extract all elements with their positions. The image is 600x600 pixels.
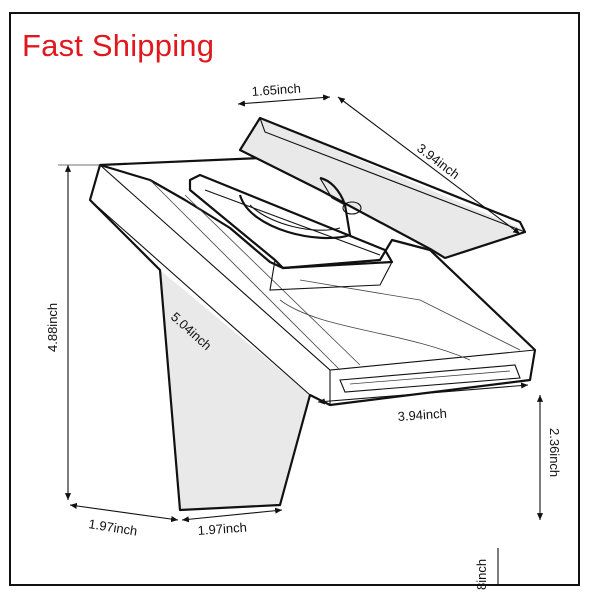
- label-base-right: 1.97inch: [197, 520, 247, 538]
- fast-shipping-banner: Fast Shipping: [22, 28, 215, 63]
- handle-base-inner: [204, 189, 381, 256]
- body-outline: [88, 163, 537, 512]
- dim-line-base-left: [69, 502, 179, 523]
- handle-base-side: [269, 259, 393, 291]
- dim-line-base-right: [181, 507, 283, 523]
- label-base-left: 1.97inch: [88, 516, 139, 539]
- label-top-spout: 1.65inch: [251, 81, 301, 99]
- label-clipped-corner: 8inch: [474, 559, 489, 590]
- dimension-lines: [58, 94, 544, 586]
- glass-line-1: [149, 179, 341, 371]
- dim-line-top-spout: [237, 94, 331, 107]
- dim-line-front-width: [317, 382, 529, 405]
- handle-base: [188, 173, 394, 291]
- front-edge: [89, 199, 311, 396]
- label-front-width: 3.94inch: [397, 406, 447, 424]
- label-spout-height: 2.36inch: [547, 428, 562, 477]
- glass-line-2: [184, 194, 361, 366]
- label-height: 4.88inch: [45, 303, 60, 352]
- image-frame: [9, 12, 580, 586]
- handle-lever: [238, 116, 527, 260]
- glass-line-4: [279, 299, 471, 361]
- dim-line-top-handle: [337, 96, 521, 235]
- lever-joint-ring: [249, 204, 341, 231]
- spout-slot: [349, 370, 511, 385]
- lever-joint: [238, 176, 352, 240]
- faucet-body: [88, 148, 537, 512]
- top-rim: [99, 148, 262, 167]
- body-front-face: [160, 270, 310, 510]
- glass-line-3: [299, 279, 521, 351]
- handle-base-plate: [188, 173, 394, 270]
- label-top-handle: 3.94inch: [414, 140, 462, 182]
